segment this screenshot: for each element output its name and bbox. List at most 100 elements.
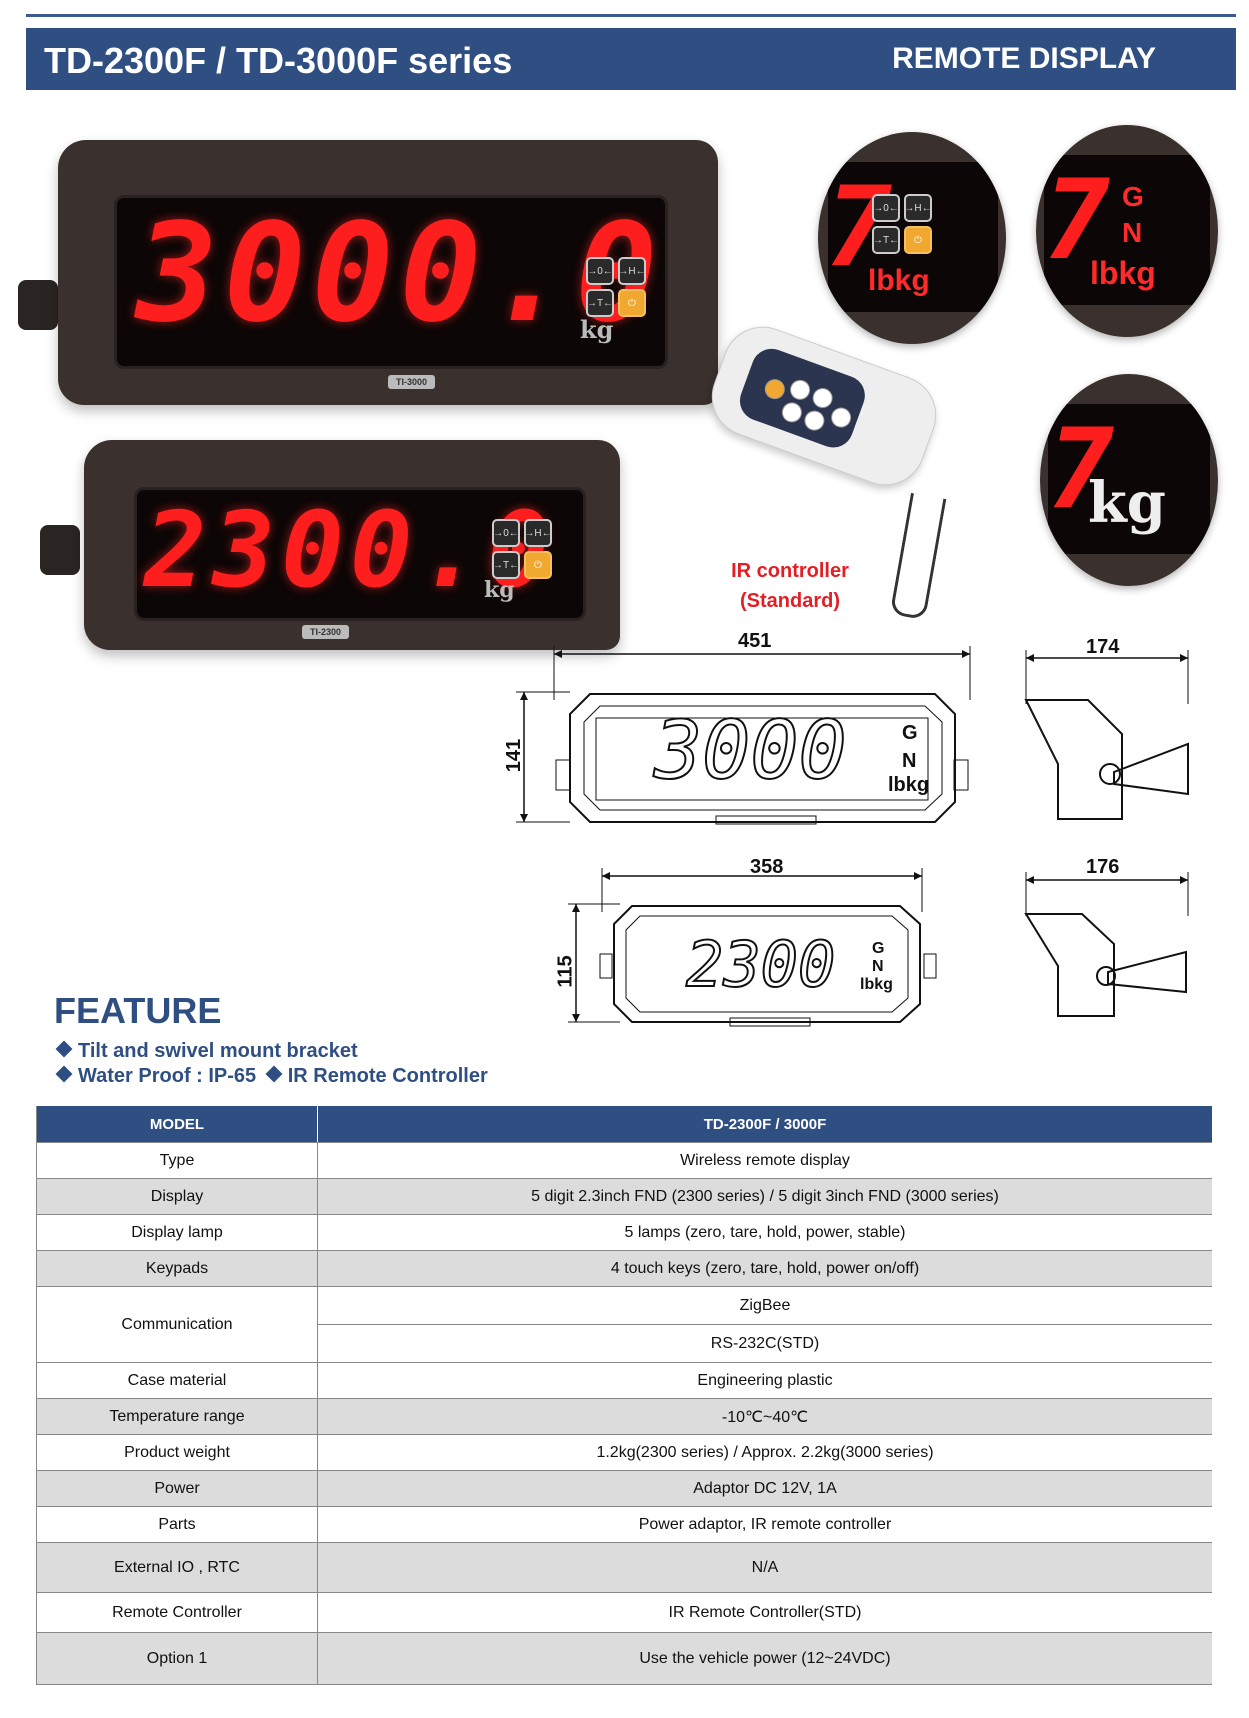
row-value: Use the vehicle power (12~24VDC)	[317, 1632, 1212, 1685]
feature-title: FEATURE	[54, 990, 222, 1031]
table-row: RS-232C(STD)	[37, 1324, 1212, 1363]
table-row: Temperature range-10℃~40℃	[36, 1398, 1212, 1435]
knob-icon	[18, 280, 58, 330]
gross-lamp-label: G	[1122, 181, 1144, 212]
model-badge: TI-3000	[388, 375, 436, 389]
gross-lamp-label: G	[902, 722, 918, 744]
drawing-3000-front	[516, 646, 971, 825]
caption-line: IR controller	[731, 560, 849, 582]
keypad: →0← →H← →T← ⏻	[586, 257, 646, 317]
net-lamp-label: N	[872, 958, 884, 975]
row-value: 4 touch keys (zero, tare, hold, power on…	[317, 1250, 1212, 1287]
row-value: ZigBee	[317, 1286, 1212, 1325]
page-title: TD-2300F / TD-3000F series	[44, 40, 513, 81]
power-key-icon: ⏻	[618, 289, 646, 317]
knob-icon	[40, 525, 80, 575]
keypad: →0← →H← →T← ⏻	[492, 519, 552, 579]
row-value: Engineering plastic	[317, 1362, 1212, 1399]
power-key-icon: ⏻	[904, 226, 932, 254]
row-label: Keypads	[36, 1250, 318, 1287]
display-3000-photo: 3000.0 →0← →H← →T← ⏻ kg TI-3000	[18, 135, 718, 405]
drawing-2300-side	[1024, 872, 1189, 1017]
row-label: Display	[36, 1178, 318, 1215]
net-lamp-label: N	[1122, 217, 1143, 248]
ir-controller-caption: IR controller (Standard)	[700, 556, 880, 616]
row-value: 5 lamps (zero, tare, hold, power, stable…	[317, 1214, 1212, 1251]
row-label: Communication	[36, 1286, 318, 1363]
row-value: -10℃~40℃	[317, 1398, 1212, 1435]
hold-key-icon: →H←	[618, 257, 646, 285]
row-label: Remote Controller	[36, 1592, 318, 1633]
unit-lamp-label: lbkg	[860, 976, 893, 993]
net-lamp-label: N	[902, 750, 917, 772]
row-label: Type	[36, 1142, 318, 1179]
row-label: Power	[36, 1470, 318, 1507]
feature-item: Tilt and swivel mount bracket	[78, 1040, 358, 1062]
row-label: Display lamp	[36, 1214, 318, 1251]
dimension-width: 451	[738, 630, 772, 652]
caption-line: (Standard)	[740, 590, 840, 612]
feature-item: IR Remote Controller	[287, 1065, 488, 1087]
row-label: Case material	[36, 1362, 318, 1399]
bullet-diamond-icon	[265, 1065, 283, 1083]
row-label: External IO , RTC	[36, 1542, 318, 1593]
hold-key-icon: →H←	[904, 194, 932, 222]
display-reading: 2300.0	[144, 489, 556, 611]
feature-item: Water Proof : IP-65	[78, 1065, 257, 1087]
unit-label: kg	[580, 315, 614, 344]
unit-lamp-label: lbkg	[868, 264, 930, 297]
row-value: RS-232C(STD)	[317, 1324, 1212, 1363]
zero-key-icon: →0←	[492, 519, 520, 547]
dimension-width: 358	[750, 856, 784, 878]
unit-lamp-label: lbkg	[888, 774, 930, 796]
row-value: 1.2kg(2300 series) / Approx. 2.2kg(3000 …	[317, 1434, 1212, 1471]
tare-key-icon: →T←	[492, 551, 520, 579]
row-value: Power adaptor, IR remote controller	[317, 1506, 1212, 1543]
category-label: REMOTE DISPLAY	[892, 42, 1156, 75]
row-value: N/A	[317, 1542, 1212, 1593]
closeup-kg: 7 kg	[1040, 374, 1218, 586]
closeup-keypad: 7 →0← →H← →T← ⏻ lbkg	[818, 132, 1006, 344]
display-reading: 3000.0	[136, 195, 664, 353]
row-value: 5 digit 2.3inch FND (2300 series) / 5 di…	[317, 1178, 1212, 1215]
closeup-lamps: 7 G N lbkg	[1036, 125, 1218, 337]
unit-lamp-label: lbkg	[1090, 255, 1156, 291]
keypad: →0← →H← →T← ⏻	[872, 194, 932, 254]
drawing-reading: 2300	[685, 927, 836, 1002]
row-label: Option 1	[36, 1632, 318, 1685]
drawing-3000-side	[1024, 650, 1189, 820]
row-value: Wireless remote display	[317, 1142, 1212, 1179]
unit-label: kg	[1088, 470, 1166, 536]
row-label: Temperature range	[36, 1398, 318, 1435]
dimension-depth: 176	[1086, 856, 1120, 878]
gross-lamp-label: G	[872, 940, 885, 957]
zero-key-icon: →0←	[872, 194, 900, 222]
zero-key-icon: →0←	[586, 257, 614, 285]
dimension-height: 115	[554, 955, 577, 988]
row-label: Product weight	[36, 1434, 318, 1471]
bullet-diamond-icon	[55, 1065, 73, 1083]
digit-fragment: 7	[1048, 405, 1115, 533]
dimension-depth: 174	[1086, 636, 1120, 658]
feature-line-1: Tilt and swivel mount bracket	[54, 1040, 358, 1063]
digit-fragment: 7	[1044, 156, 1111, 284]
tare-key-icon: →T←	[586, 289, 614, 317]
column-header: MODEL	[36, 1106, 318, 1143]
title-banner: TD-2300F / TD-3000F series REMOTE DISPLA…	[26, 28, 1236, 90]
row-label: Parts	[36, 1506, 318, 1543]
top-rule	[26, 14, 1236, 17]
row-value: IR Remote Controller(STD)	[317, 1592, 1212, 1633]
